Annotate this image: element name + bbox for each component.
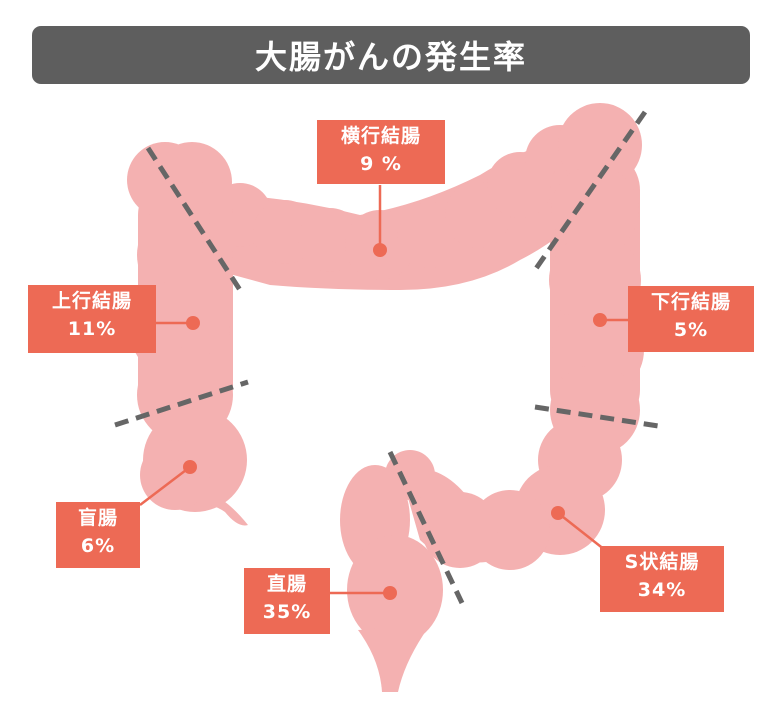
boundary-transverse-descending — [532, 110, 648, 272]
label-sigmoid: S状結腸 34% — [600, 546, 724, 612]
label-sigmoid-rate: 34% — [637, 579, 687, 601]
colon-shape — [127, 103, 644, 692]
label-cecum-rate: 6% — [80, 535, 116, 557]
boundary-sigmoid-rectum — [387, 450, 465, 605]
label-ascending: 上行結腸 11% — [28, 285, 156, 353]
title-bar: 大腸がんの発生率 — [32, 26, 750, 84]
label-rectum-rate: 35% — [262, 601, 312, 623]
label-cecum-name: 盲腸 — [77, 507, 118, 529]
boundary-lines — [114, 110, 666, 605]
label-transverse-rate: 9 % — [360, 153, 402, 175]
label-sigmoid-name: S状結腸 — [624, 551, 700, 573]
label-transverse-name: 横行結腸 — [340, 125, 421, 147]
dot-rectum — [383, 586, 397, 600]
cecum — [140, 408, 248, 526]
boundary-ascending-cecum — [114, 379, 249, 428]
dot-cecum — [183, 460, 197, 474]
label-descending-rate: 5% — [673, 319, 709, 341]
page-title: 大腸がんの発生率 — [254, 38, 527, 76]
leader-cecum — [139, 466, 191, 506]
label-ascending-rate: 11% — [67, 318, 117, 340]
leaders — [139, 185, 630, 600]
descending-colon — [549, 103, 644, 455]
boundary-ascending-transverse — [145, 146, 243, 292]
label-descending-name: 下行結腸 — [650, 291, 731, 313]
label-rectum-name: 直腸 — [266, 573, 307, 595]
sigmoid-colon — [385, 418, 622, 570]
label-descending: 下行結腸 5% — [628, 286, 754, 352]
dot-descending — [593, 313, 607, 327]
leader-sigmoid — [557, 512, 606, 551]
label-ascending-name: 上行結腸 — [51, 290, 132, 312]
label-cecum: 盲腸 6% — [56, 502, 140, 568]
dot-sigmoid — [551, 506, 565, 520]
label-rectum: 直腸 35% — [244, 568, 330, 634]
label-transverse: 横行結腸 9 % — [317, 120, 445, 184]
dot-transverse — [373, 243, 387, 257]
dot-ascending — [186, 316, 200, 330]
